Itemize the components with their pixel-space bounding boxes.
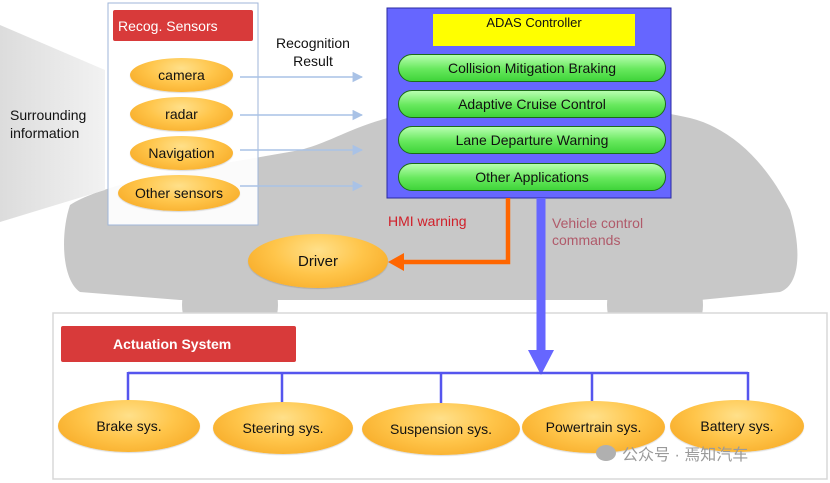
vehicle-control-label-line: Vehicle control — [552, 215, 644, 231]
recognition-label-line: Recognition — [276, 35, 350, 51]
adas-controller-title-box — [433, 14, 635, 46]
actuator-battery: Battery sys. — [670, 400, 804, 452]
surrounding-label-line: Surrounding — [10, 107, 87, 123]
actuator-brake: Brake sys. — [58, 400, 200, 452]
app-other-applications: Other Applications — [398, 163, 666, 191]
wechat-icon — [596, 445, 616, 461]
actuation-system-title: Actuation System — [61, 326, 296, 362]
watermark-text: 公众号 · 焉知汽车 — [622, 447, 749, 464]
surrounding-funnel — [0, 25, 105, 222]
surrounding-label-line: information — [10, 125, 80, 141]
actuator-powertrain: Powertrain sys. — [522, 401, 665, 453]
adas-controller-title: ADAS Controller — [486, 15, 582, 30]
vehicle-control-commands-label: Vehicle control commands — [552, 215, 643, 249]
vehicle-control-label-line: commands — [552, 232, 621, 248]
sensor-camera: camera — [130, 58, 233, 92]
driver-node: Driver — [248, 234, 388, 288]
watermark: 公众号 · 焉知汽车 — [596, 441, 748, 465]
actuator-suspension: Suspension sys. — [362, 403, 520, 455]
recognition-label-line: Result — [293, 53, 333, 69]
sensor-radar: radar — [130, 97, 233, 131]
vehicle-control-arrowhead — [528, 350, 554, 375]
sensor-other: Other sensors — [118, 175, 240, 211]
hmi-arrowhead — [388, 253, 404, 271]
app-collision-mitigation-braking: Collision Mitigation Braking — [398, 54, 666, 82]
recognition-result-label: Recognition Result — [268, 34, 358, 70]
app-lane-departure-warning: Lane Departure Warning — [398, 126, 666, 154]
hmi-warning-label: HMI warning — [388, 213, 467, 229]
surrounding-information-label: Surrounding information — [10, 106, 86, 142]
actuator-steering: Steering sys. — [213, 402, 353, 454]
hmi-arrow — [400, 198, 511, 265]
sensor-navigation: Navigation — [130, 136, 233, 170]
app-adaptive-cruise-control: Adaptive Cruise Control — [398, 90, 666, 118]
recog-sensors-title: Recog. Sensors — [113, 10, 253, 41]
